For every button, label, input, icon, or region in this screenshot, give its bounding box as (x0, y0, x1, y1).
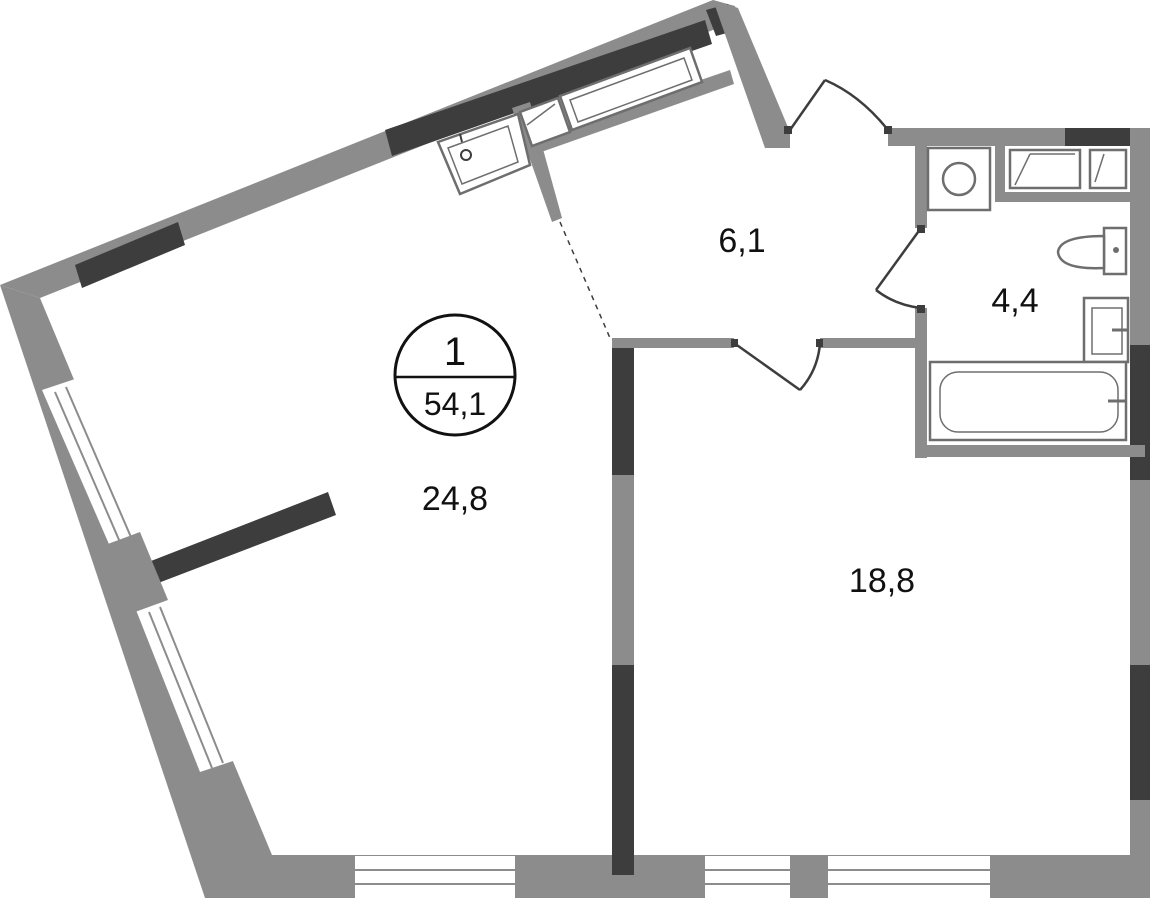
load-bearing-segment (1130, 345, 1150, 480)
hall-bedroom-wall-left (612, 338, 734, 348)
washing-machine-icon (926, 146, 992, 212)
shelf-icon (1008, 148, 1128, 190)
living-partition (133, 492, 336, 590)
bathroom-sink-icon (1082, 296, 1130, 364)
hall-bedroom-wall-right (820, 338, 920, 348)
room-area-hallway: 6,1 (718, 222, 765, 260)
load-bearing-segment (1130, 665, 1150, 800)
toilet-icon (1056, 226, 1128, 276)
total-area: 54,1 (424, 386, 486, 422)
window-bottom-3 (828, 856, 990, 898)
kitchen-sink-icon (436, 112, 532, 196)
bath-left-wall-lower (915, 308, 927, 458)
load-bearing-segment (1065, 128, 1150, 146)
bath-bottom-wall (915, 445, 1145, 457)
badge-circle (393, 313, 517, 437)
windows (42, 378, 990, 898)
rooms-count: 1 (444, 330, 466, 374)
hall-outer-wall (713, 0, 790, 148)
load-bearing-segment (75, 222, 185, 288)
window-bottom-2 (705, 856, 790, 898)
wall-stub (765, 130, 790, 148)
room-area-bathroom: 4,4 (991, 282, 1038, 320)
doors (559, 78, 925, 392)
fixtures (436, 46, 1130, 442)
room-area-living-kitchen: 24,8 (422, 480, 488, 518)
room-area-bedroom: 18,8 (849, 562, 915, 600)
kitchen-stove-icon (518, 96, 572, 148)
interior-walls (105, 70, 1145, 875)
bath-top-wall (888, 128, 1068, 146)
niche-wall (995, 128, 1005, 200)
niche-bottom-wall (995, 192, 1130, 202)
load-bearing-segment (385, 20, 712, 156)
bathtub-icon (928, 360, 1128, 442)
window-bottom-1 (355, 856, 515, 898)
kitchen-counter-icon (558, 46, 704, 132)
bath-left-wall-upper (915, 128, 927, 228)
apartment-badge: 1 54,1 (393, 313, 517, 437)
cabinet-wall (525, 70, 734, 156)
load-bearing-segment (612, 345, 634, 475)
kitchen-hall-divider (512, 102, 562, 222)
load-bearing-segment (612, 665, 634, 875)
partition-base (105, 532, 168, 612)
